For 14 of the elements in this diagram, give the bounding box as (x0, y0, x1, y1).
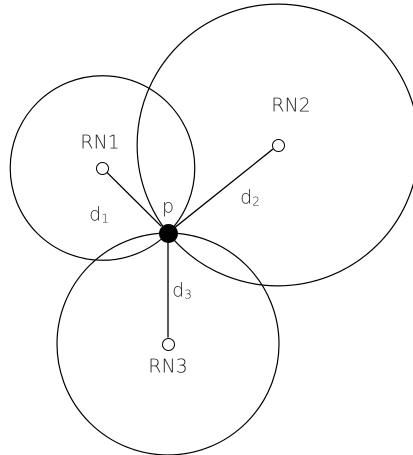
node-label: RN1 (80, 134, 120, 152)
edge-label: d$_{3}$ (172, 282, 192, 300)
node-label: RN3 (148, 358, 188, 376)
reference-node-circle (96, 162, 109, 174)
connector-line (106, 172, 162, 227)
edge-label: d$_{1}$ (89, 206, 109, 224)
node-label: RN2 (271, 96, 311, 116)
connector-line (167, 242, 169, 338)
node-label: p (162, 198, 174, 216)
reference-node-circle (162, 338, 174, 350)
edge-label: d$_{2}$ (240, 188, 260, 208)
reference-node-circle (272, 138, 284, 152)
point-dot (158, 224, 178, 242)
connector-line (175, 148, 274, 228)
